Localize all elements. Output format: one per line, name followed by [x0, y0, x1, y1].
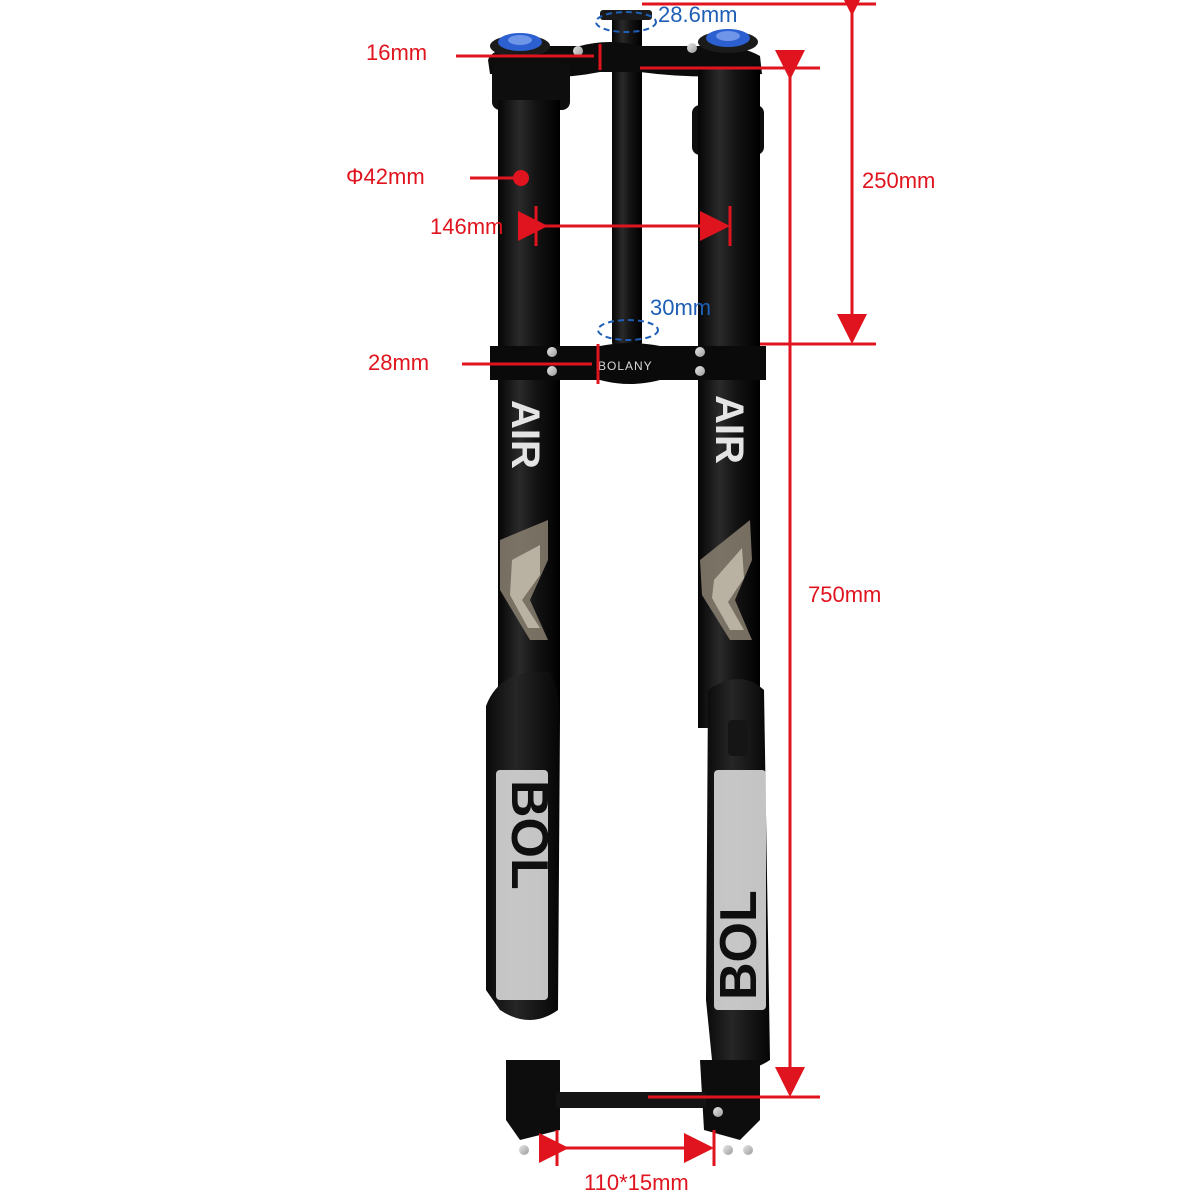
diameter-marker-dot — [513, 170, 529, 186]
right-bol-text: BOL — [710, 890, 768, 1000]
steerer-top-label: 28.6mm — [658, 2, 737, 27]
bottom-crown-label: 28mm — [368, 350, 429, 375]
top-crown-label: 16mm — [366, 40, 427, 65]
bolt-icon — [713, 1107, 723, 1117]
left-stanchion-graphic: AIR — [500, 400, 548, 640]
left-air-text: AIR — [503, 400, 547, 469]
crown-logo: BOLANY — [598, 359, 653, 373]
left-dropout — [506, 1060, 560, 1140]
lower-valve-icon — [728, 720, 748, 756]
steerer-bottom-label: 30mm — [650, 295, 711, 320]
left-lower-decal: BOL — [496, 770, 558, 1000]
stanchion-diameter-label: Φ42mm — [346, 164, 425, 189]
dimension-annotations — [456, 0, 876, 1166]
fork-body: BOLANY AIR AIR BOL BOL — [486, 10, 770, 1155]
axle-label: 110*15mm — [584, 1170, 689, 1195]
bolt-icon — [573, 46, 583, 56]
bolt-icon — [695, 366, 705, 376]
bolt-icon — [547, 347, 557, 357]
total-length-label: 750mm — [808, 582, 881, 607]
bolt-icon — [687, 43, 697, 53]
tube-spacing-label: 146mm — [430, 214, 503, 239]
left-top-clamp — [492, 62, 570, 110]
chevron-graphic-icon — [510, 545, 540, 628]
bolt-icon — [539, 1145, 549, 1155]
bolt-icon — [547, 366, 557, 376]
bolt-icon — [519, 1145, 529, 1155]
right-air-text: AIR — [707, 395, 751, 464]
bolt-icon — [695, 347, 705, 357]
bolt-icon — [723, 1145, 733, 1155]
right-lower-decal: BOL — [710, 770, 768, 1010]
right-dropout — [700, 1060, 760, 1140]
left-bol-text: BOL — [500, 780, 558, 890]
bolt-icon — [743, 1145, 753, 1155]
through-axle — [556, 1092, 706, 1108]
steerer-top-ellipse — [595, 11, 657, 33]
steerer-tube — [612, 12, 642, 348]
chevron-graphic-icon — [712, 548, 744, 630]
right-stanchion-graphic: AIR — [700, 395, 752, 640]
steerer-bottom-ellipse — [597, 319, 659, 341]
left-blue-cap-icon — [490, 33, 550, 57]
right-blue-cap-icon — [698, 29, 758, 53]
upper-length-label: 250mm — [862, 168, 935, 193]
